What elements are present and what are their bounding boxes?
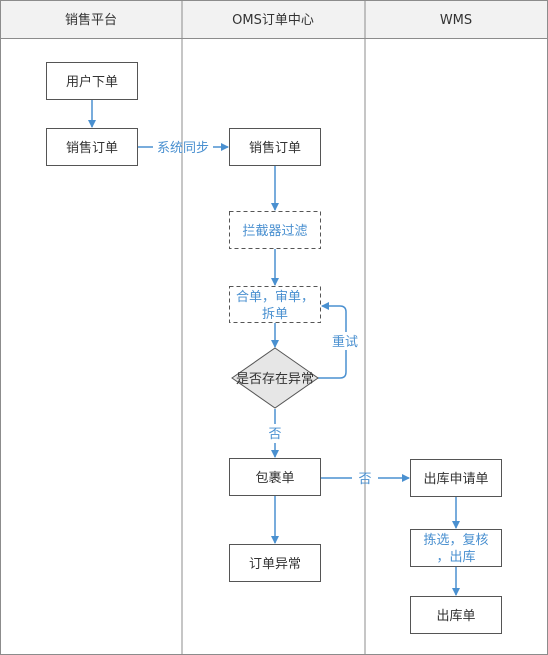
node-merge-label-line1: 合单，审单，	[236, 290, 314, 305]
node-sales-order-platform-label: 销售订单	[66, 140, 118, 156]
node-pick-review-ship[interactable]: 拣选，复核 ，出库	[410, 529, 502, 567]
node-outbound-order[interactable]: 出库单	[410, 596, 502, 634]
node-sales-order-oms[interactable]: 销售订单	[229, 128, 321, 166]
node-interceptor-label: 拦截器过滤	[242, 224, 307, 239]
edge-label-retry: 重试	[332, 334, 358, 350]
node-pick-label-line1: 拣选，复核	[423, 533, 488, 548]
edge-label-no-right: 否	[358, 472, 371, 487]
node-decision-label: 是否存在异常	[236, 372, 314, 387]
header-row	[0, 0, 548, 39]
node-merge-review-split[interactable]: 合单，审单， 拆单	[229, 286, 321, 323]
node-sales-order-oms-label: 销售订单	[249, 140, 301, 156]
node-merge-label-line2: 拆单	[262, 307, 288, 322]
edge-label-no-down: 否	[268, 427, 281, 442]
lane-title-wms: WMS	[440, 13, 472, 28]
node-user-order-label: 用户下单	[66, 74, 118, 90]
node-sales-order-platform[interactable]: 销售订单	[46, 128, 138, 166]
node-package-label: 包裹单	[255, 471, 294, 486]
node-pick-label-line2: ，出库	[436, 549, 475, 565]
edge-label-sync: 系统同步	[157, 141, 209, 156]
node-outbound-request[interactable]: 出库申请单	[410, 459, 502, 497]
node-interceptor[interactable]: 拦截器过滤	[229, 211, 321, 249]
node-outbound-order-label: 出库单	[436, 608, 475, 624]
node-order-exception[interactable]: 订单异常	[229, 544, 321, 582]
node-decision-exception[interactable]: 是否存在异常	[231, 347, 319, 409]
node-user-order[interactable]: 用户下单	[46, 62, 138, 100]
node-package[interactable]: 包裹单	[229, 458, 321, 496]
node-outbound-request-label: 出库申请单	[423, 471, 488, 487]
lane-title-sales: 销售平台	[65, 12, 117, 28]
node-order-exception-label: 订单异常	[249, 557, 301, 572]
edge-label-retry-bg	[330, 332, 360, 350]
lane-title-oms: OMS订单中心	[232, 13, 314, 28]
